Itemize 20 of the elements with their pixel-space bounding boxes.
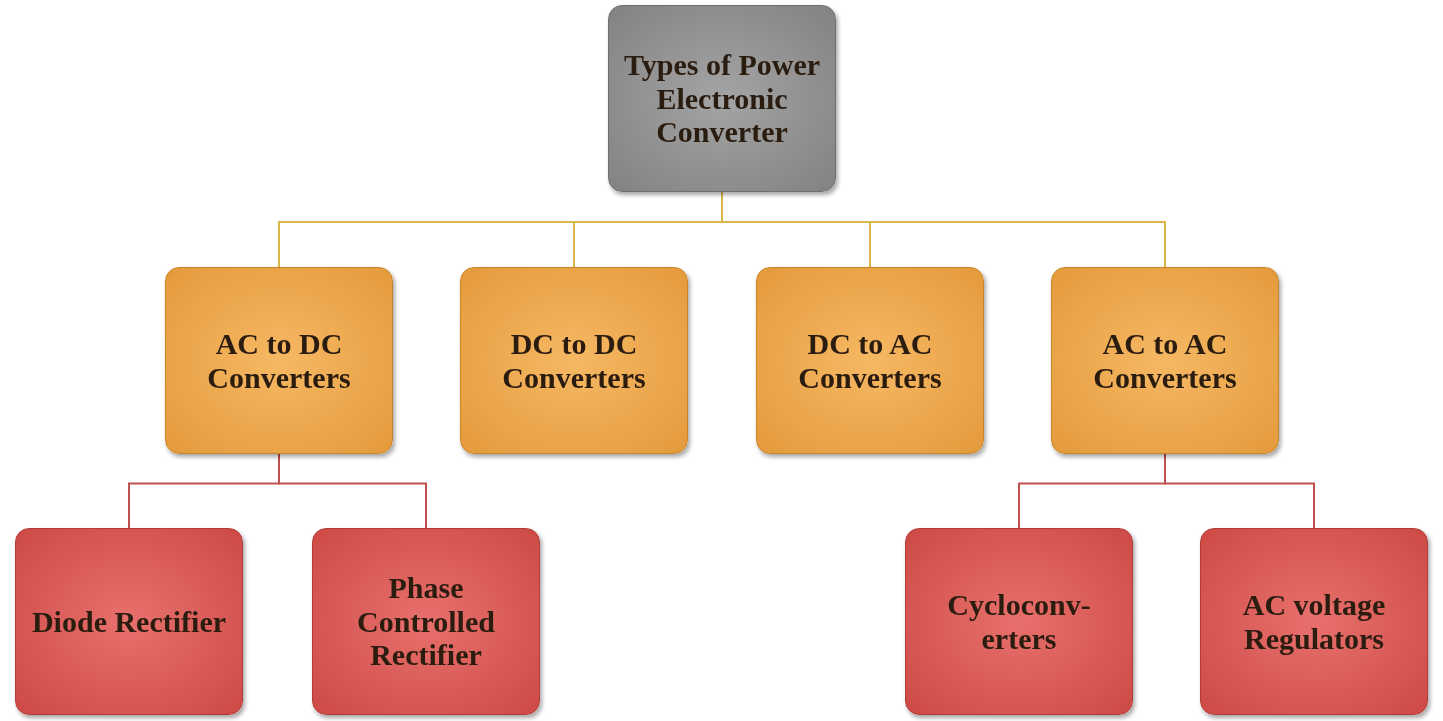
box-label: DC to DC Converters: [501, 326, 647, 395]
connector-line: [278, 453, 427, 529]
box-label: Diode Rectifier: [31, 604, 227, 639]
box-label: AC voltage Regulators: [1241, 587, 1387, 656]
category-box: [1200, 528, 1428, 715]
category-box: [312, 528, 540, 715]
box-label: Cycloconv- erters: [946, 587, 1092, 656]
category-box: [905, 528, 1133, 715]
box-label: AC to AC Converters: [1092, 326, 1238, 395]
category-box: [165, 267, 393, 454]
box-label: DC to AC Converters: [797, 326, 943, 395]
category-box: [1051, 267, 1279, 454]
category-box: [608, 5, 836, 192]
box-label: Phase Controlled Rectifier: [356, 571, 496, 672]
box-label: Types of Power Electronic Converter: [622, 48, 822, 149]
box-label: AC to DC Converters: [206, 326, 352, 395]
category-box: [756, 267, 984, 454]
connector-line: [1164, 453, 1315, 529]
category-box: [460, 267, 688, 454]
category-box: [15, 528, 243, 715]
